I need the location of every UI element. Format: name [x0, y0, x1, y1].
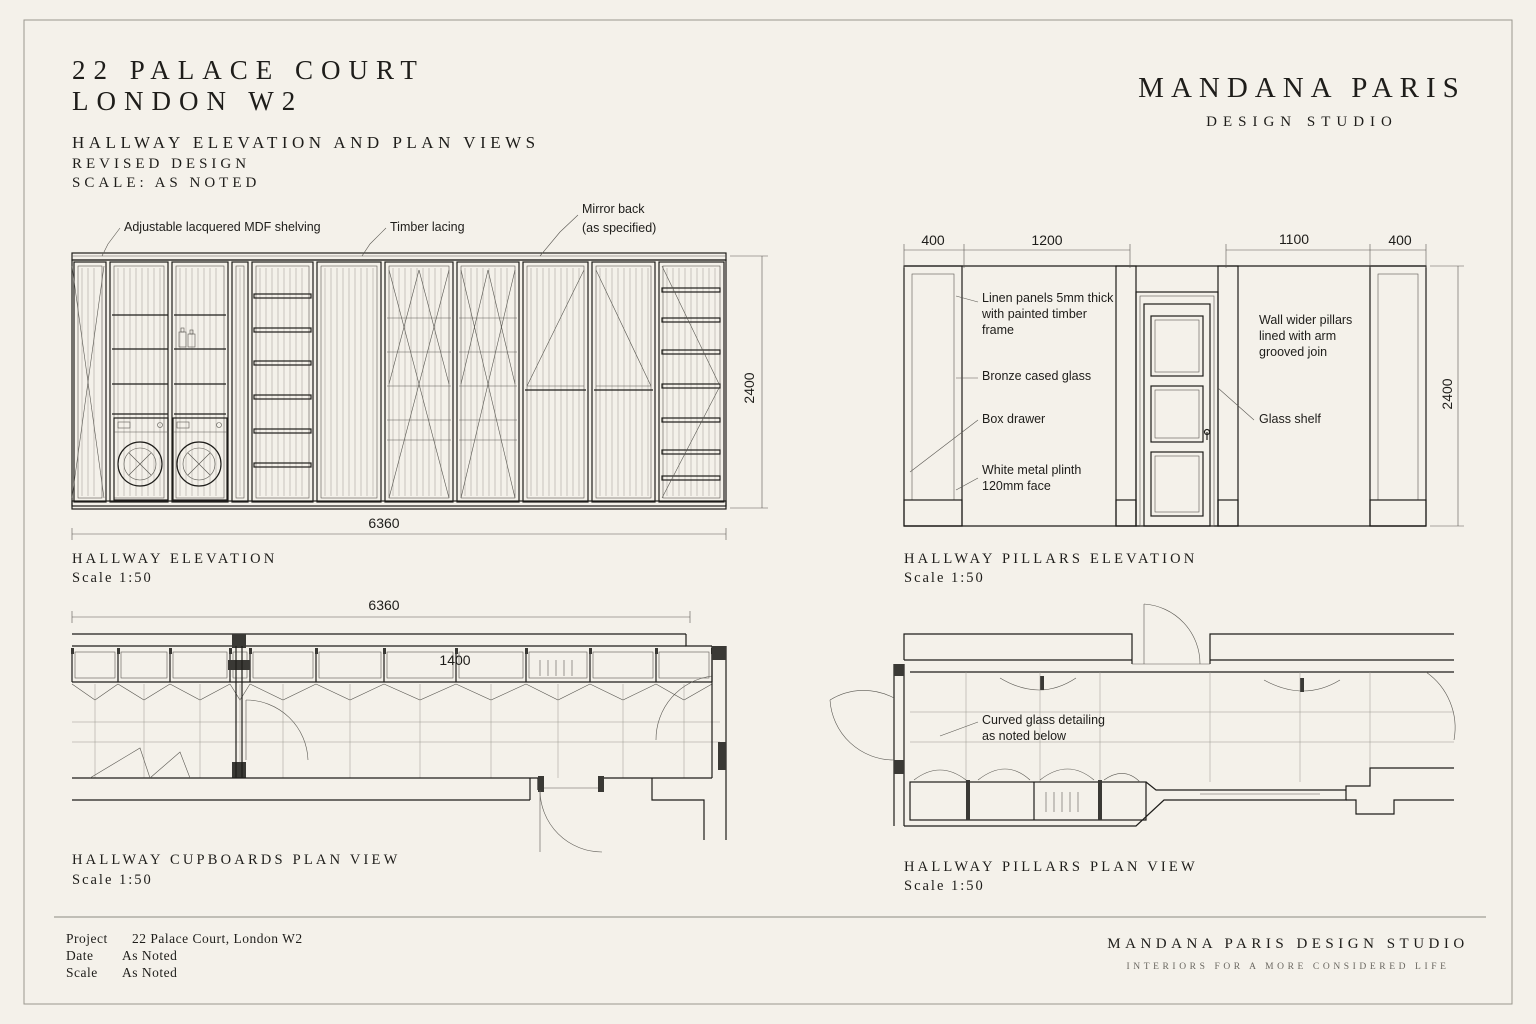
- cabinet-door-panel: [73, 261, 107, 503]
- plan-cabinet: [658, 651, 710, 679]
- elev-scale: Scale 1:50: [72, 570, 153, 586]
- pillars-note-bronze: Bronze cased glass: [982, 369, 1091, 383]
- shelf: [253, 360, 312, 366]
- cupboards-plan-drawing: [71, 611, 727, 853]
- hallway-elevation-drawing: [71, 214, 768, 540]
- pillars-dim-3: 1100: [1279, 231, 1309, 247]
- shelf: [661, 287, 721, 293]
- elev-note-mirror-1: Mirror back: [582, 202, 645, 216]
- pillars-plan-title: HALLWAY PILLARS PLAN VIEW: [904, 859, 1198, 875]
- plan-dim-width: 6360: [368, 597, 399, 613]
- brand-name: MANDANA PARIS: [1138, 72, 1466, 104]
- pillars-plan-scale: Scale 1:50: [904, 878, 985, 894]
- footer-tagline: INTERIORS FOR A MORE CONSIDERED LIFE: [1126, 962, 1449, 972]
- plan-cabinet: [252, 651, 314, 679]
- plan-cabinet: [386, 651, 454, 679]
- shelf: [661, 349, 721, 355]
- pillars-note-linen-3: frame: [982, 323, 1014, 337]
- plan-cabinet: [592, 651, 654, 679]
- elev-note-shelving: Adjustable lacquered MDF shelving: [124, 220, 321, 234]
- pillars-note-wall-3: grooved join: [1259, 345, 1327, 359]
- project-title-line2: LONDON W2: [72, 86, 303, 116]
- revision-label: REVISED DESIGN: [72, 156, 250, 172]
- pillars-plan-note-1: Curved glass detailing: [982, 713, 1105, 727]
- plan-cabinet: [458, 651, 524, 679]
- footer-date-value: As Noted: [122, 948, 177, 963]
- footer-studio: MANDANA PARIS DESIGN STUDIO: [1107, 936, 1468, 952]
- cupboards-plan-scale: Scale 1:50: [72, 872, 153, 888]
- pillars-dim-1: 400: [921, 232, 945, 248]
- cabinet-door-panel: [522, 261, 589, 503]
- plan-cabinet: [172, 651, 228, 679]
- sheet-border: [23, 19, 1513, 1005]
- brand-studio: DESIGN STUDIO: [1206, 114, 1398, 130]
- shelf: [661, 417, 721, 423]
- shelf: [661, 449, 721, 455]
- pillars-dim-4: 400: [1388, 232, 1412, 248]
- plan-cabinet: [318, 651, 382, 679]
- footer-scale-label: Scale: [66, 965, 98, 980]
- sheet-subtitle: HALLWAY ELEVATION AND PLAN VIEWS: [72, 133, 540, 152]
- elev-dim-height: 2400: [741, 372, 757, 403]
- plan-cabinet: [528, 651, 588, 679]
- cabinet-door-panel: [251, 261, 314, 503]
- shelf: [661, 475, 721, 481]
- cabinet-door-panel: [384, 261, 454, 503]
- pillars-plan-drawing: [829, 603, 1456, 827]
- plan-cabinet: [120, 651, 168, 679]
- cabinet-door-panel: [591, 261, 656, 503]
- elev-note-mirror-2: (as specified): [582, 221, 656, 235]
- shelf: [253, 428, 312, 434]
- pillars-dim-2: 1200: [1031, 232, 1062, 248]
- cabinet-door-panel: [109, 261, 169, 503]
- pillars-elevation-drawing: [903, 244, 1464, 527]
- footer-date-label: Date: [66, 948, 93, 963]
- scale-label: SCALE: AS NOTED: [72, 175, 260, 191]
- footer-scale-value: As Noted: [122, 965, 177, 980]
- washing-machine-2: [172, 417, 228, 501]
- pillars-dim-height: 2400: [1439, 378, 1455, 409]
- footer-project-value: 22 Palace Court, London W2: [132, 931, 303, 946]
- shelf: [253, 293, 312, 299]
- footer-project-label: Project: [66, 931, 108, 946]
- shelf: [253, 462, 312, 468]
- pillars-note-shelf: Glass shelf: [1259, 412, 1321, 426]
- pillars-note-wall-2: lined with arm: [1259, 329, 1336, 343]
- pillars-plan-note-2: as noted below: [982, 729, 1067, 743]
- door-elevation: [1143, 303, 1211, 527]
- shelf: [253, 327, 312, 333]
- washing-machine-1: [113, 417, 169, 501]
- shelf: [253, 394, 312, 400]
- pillars-note-plinth-1: White metal plinth: [982, 463, 1081, 477]
- plan-dim-inner: 1400: [439, 652, 470, 668]
- pillars-elev-title: HALLWAY PILLARS ELEVATION: [904, 551, 1197, 567]
- project-title-line1: 22 PALACE COURT: [72, 55, 425, 85]
- elev-dim-width: 6360: [368, 515, 399, 531]
- cupboards-plan-title: HALLWAY CUPBOARDS PLAN VIEW: [72, 852, 400, 868]
- cabinet-door-panel: [658, 261, 725, 503]
- pillars-elev-scale: Scale 1:50: [904, 570, 985, 586]
- shelf: [661, 317, 721, 323]
- elev-note-lacing: Timber lacing: [390, 220, 465, 234]
- cabinet-door-panel: [231, 261, 249, 503]
- pillars-note-linen-1: Linen panels 5mm thick: [982, 291, 1114, 305]
- plan-cabinet: [74, 651, 116, 679]
- elev-title: HALLWAY ELEVATION: [72, 551, 277, 567]
- cabinet-door-panel: [316, 261, 382, 503]
- pillars-note-linen-2: with painted timber: [981, 307, 1087, 321]
- cabinet-door-panel: [456, 261, 520, 503]
- pillars-note-plinth-2: 120mm face: [982, 479, 1051, 493]
- detergent-bottles: [178, 327, 196, 348]
- cabinet-door-panel: [171, 261, 229, 503]
- pillars-note-drawer: Box drawer: [982, 412, 1045, 426]
- pillars-note-wall-1: Wall wider pillars: [1259, 313, 1352, 327]
